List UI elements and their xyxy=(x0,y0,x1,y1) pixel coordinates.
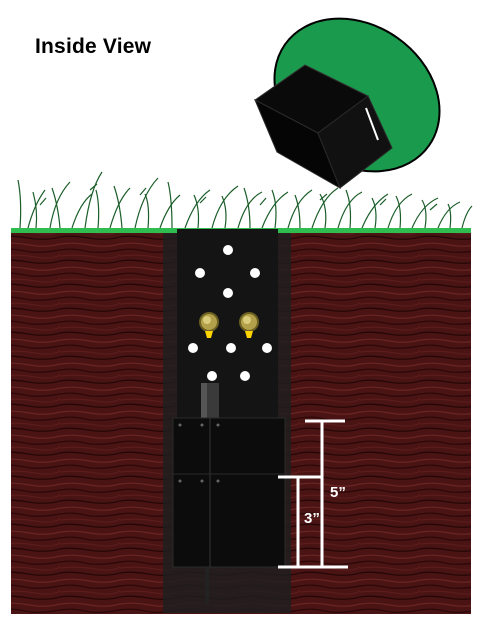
post-body xyxy=(177,229,278,429)
lid-icon xyxy=(245,0,469,203)
bottom-spike xyxy=(205,567,209,603)
grass-icon xyxy=(18,172,472,228)
upper-dimension-label: 5” xyxy=(330,484,346,501)
diagram-title: Inside View xyxy=(35,35,151,59)
lower-dimension-label: 3” xyxy=(304,510,320,527)
upper-box xyxy=(173,418,285,475)
lower-box xyxy=(173,474,285,567)
